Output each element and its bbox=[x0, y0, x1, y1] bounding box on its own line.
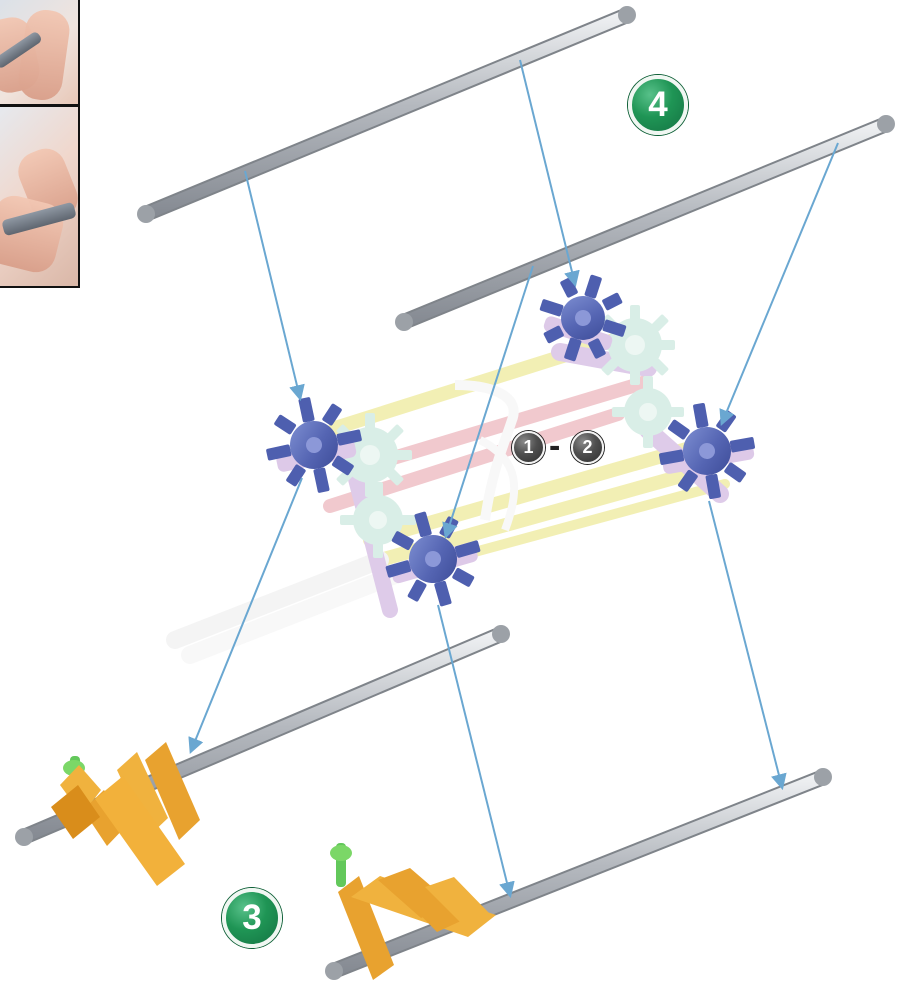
range-end-label: 2 bbox=[582, 437, 592, 457]
range-separator: - bbox=[549, 429, 560, 463]
gray-rod-icon bbox=[137, 6, 636, 223]
gray-rod-icon bbox=[395, 115, 895, 331]
range-start-label: 1 bbox=[523, 437, 533, 457]
step-3-label: 3 bbox=[242, 898, 261, 937]
arrow-icon bbox=[245, 171, 300, 398]
orange-assemblies bbox=[51, 742, 496, 980]
step-4-badge: 4 bbox=[628, 75, 688, 135]
range-start-badge: 1 bbox=[512, 431, 545, 464]
step-4-label: 4 bbox=[648, 85, 667, 124]
arrow-icon bbox=[520, 60, 575, 284]
step-3-badge: 3 bbox=[222, 888, 282, 948]
arrow-icon bbox=[709, 501, 782, 787]
range-end-badge: 2 bbox=[571, 431, 604, 464]
